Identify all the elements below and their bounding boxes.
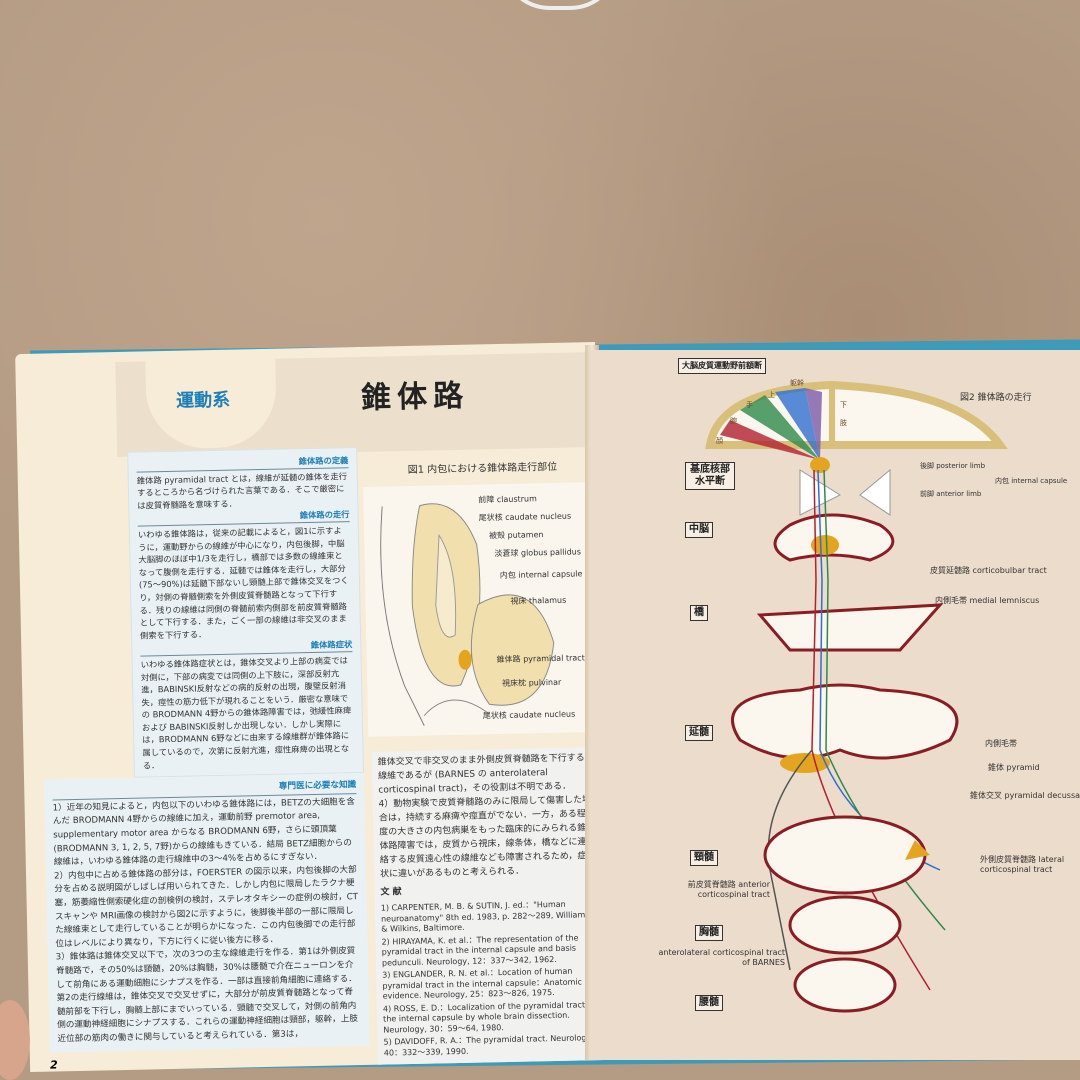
label-anterior-limb: 前脚 anterior limb bbox=[920, 490, 982, 498]
label-posterior-limb: 後脚 posterior limb bbox=[920, 462, 986, 470]
fig1-label: 尾状核 caudate nucleus bbox=[482, 709, 576, 721]
text-box-definition: 錐体路の定義 錐体路 pyramidal tract とは，線維が延髄の錐体を走… bbox=[127, 447, 364, 778]
fig1-label: 視床 thalamus bbox=[510, 595, 567, 606]
page-number: 2 bbox=[49, 1057, 58, 1072]
figure1-diagram bbox=[362, 482, 594, 737]
paragraph: 4）動物実験で皮質脊髄路のみに限局して傷害した場合は，持続する麻痺や痙直がでない… bbox=[378, 795, 592, 880]
paragraph: 2）内包中に占める錐体路の部分は，FOERSTER の図示以来，内包後脚の大部分… bbox=[53, 864, 359, 950]
fig1-label: 被殻 putamen bbox=[488, 530, 544, 541]
text-box-knowledge: 専門医に必要な知識 1）近年の知見によると，内包以下のいわゆる錐体路には，BET… bbox=[44, 773, 370, 1053]
level-box-pons: 橋 bbox=[690, 605, 708, 621]
reference: 2) HIRAYAMA, K. et al.：The representatio… bbox=[381, 932, 579, 968]
level-box-lumbar: 腰髄 bbox=[695, 995, 723, 1011]
paragraph: いわゆる錐体路は，従来の記載によると，図1に示すように，運動野からの線維が中心に… bbox=[137, 525, 349, 641]
label-anterior-cst: 前皮質脊髄路 anterior corticospinal tract bbox=[687, 880, 770, 899]
right-page: 顔 腕 手 上 躯幹 下 肢 図2 錐体路の走行 大脳皮質運動野前額断 基底核部… bbox=[590, 350, 1080, 1060]
fig1-label: 視床枕 pulvinar bbox=[502, 677, 562, 689]
cortex-label: 顔 bbox=[716, 437, 723, 445]
level-box-basal-ganglia: 基底核部 水平断 bbox=[685, 462, 735, 490]
column2-text: 錐体交叉で非交叉のまま外側皮質脊髄路を下行する線維であるが (BARNES の … bbox=[371, 747, 605, 1065]
label-medial-lemniscus: 内側毛帯 medial lemniscus bbox=[935, 596, 1040, 605]
cortex-label: 肢 bbox=[840, 419, 847, 427]
level-box-cervical: 頸髄 bbox=[690, 850, 718, 866]
label-lateral-cst: 外側皮質脊髄路 lateral corticospinal tract bbox=[980, 855, 1065, 874]
section-label: 運動系 bbox=[175, 389, 231, 412]
references-title: 文 献 bbox=[380, 887, 402, 898]
fig1-label: 内包 internal capsule bbox=[499, 569, 583, 581]
label-corticobulbar: 皮質延髄路 corticobulbar tract bbox=[930, 566, 1047, 575]
paragraph: 3）錐体路は錐体交叉以下で，次の3つの主な線維走行を作る．第1は外側皮質脊髄路で… bbox=[55, 946, 359, 1045]
paragraph: 錐体路 pyramidal tract とは，線維が延髄の錐体を走行するところか… bbox=[136, 470, 348, 511]
cortex-label: 腕 bbox=[730, 417, 737, 425]
label-barnes: anterolateral corticospinal tract of BAR… bbox=[658, 948, 785, 967]
reference: 4) ROSS, E. D.：Localization of the pyram… bbox=[382, 999, 595, 1035]
cortex-fibers bbox=[720, 388, 822, 460]
level-box-cortex: 大脳皮質運動野前額断 bbox=[678, 358, 766, 374]
reference: 3) ENGLANDER, R. N. et al.：Location of h… bbox=[382, 966, 583, 1001]
figure2-caption: 図2 錐体路の走行 bbox=[960, 393, 1032, 403]
figure2-diagram bbox=[705, 380, 1008, 1013]
level-box-medulla: 延髄 bbox=[685, 725, 713, 741]
left-page: 運動系 錐体路 錐体路の定義 錐体路 pyramidal tract とは，線維… bbox=[15, 342, 611, 1072]
cortex-label: 手 bbox=[746, 401, 753, 409]
reference: 1) CARPENTER, M. B. & SUTIN, J. ed.："Hum… bbox=[380, 899, 590, 934]
fig1-label: 淡蒼球 globus pallidus bbox=[494, 547, 582, 559]
cortex-label: 下 bbox=[840, 401, 847, 409]
left-text-column: 錐体路の定義 錐体路 pyramidal tract とは，線維が延髄の錐体を走… bbox=[37, 447, 370, 1071]
reference: 5) DAVIDOFF, R. A.：The pyramidal tract. … bbox=[383, 1033, 594, 1058]
paragraph: いわゆる錐体路症状とは，錐体交叉より上部の病変では対側に，下部の病変では同側の上… bbox=[140, 655, 352, 771]
paragraph: 1）近年の知見によると，内包以下のいわゆる錐体路には，BETZの大細胞を含んだ … bbox=[52, 796, 356, 868]
references-list: 1) CARPENTER, M. B. & SUTIN, J. ed.："Hum… bbox=[381, 899, 598, 1058]
label-internal-capsule: 内包 internal capsule bbox=[995, 477, 1068, 485]
level-box-thoracic: 胸髄 bbox=[695, 925, 723, 941]
cortex-label: 躯幹 bbox=[790, 379, 804, 387]
level-box-midbrain: 中脳 bbox=[685, 522, 713, 538]
label-medial-lemniscus-medulla: 内側毛帯 bbox=[985, 739, 1017, 748]
cortex-label: 上 bbox=[768, 391, 775, 399]
label-decussation: 錐体交叉 pyramidal decussation bbox=[970, 791, 1080, 800]
figure1-caption: 図1 内包における錐体路走行部位 bbox=[407, 461, 558, 476]
fig1-label: 錐体路 pyramidal tract bbox=[496, 653, 585, 665]
fig1-label: 尾状核 caudate nucleus bbox=[478, 511, 572, 523]
fig1-label: 前障 claustrum bbox=[478, 494, 537, 505]
paragraph: 錐体交叉で非交叉のまま外側皮質脊髄路を下行する線維であるが (BARNES の … bbox=[377, 753, 585, 796]
page-title: 錐体路 bbox=[360, 378, 470, 416]
label-pyramid: 錐体 pyramid bbox=[988, 763, 1040, 772]
